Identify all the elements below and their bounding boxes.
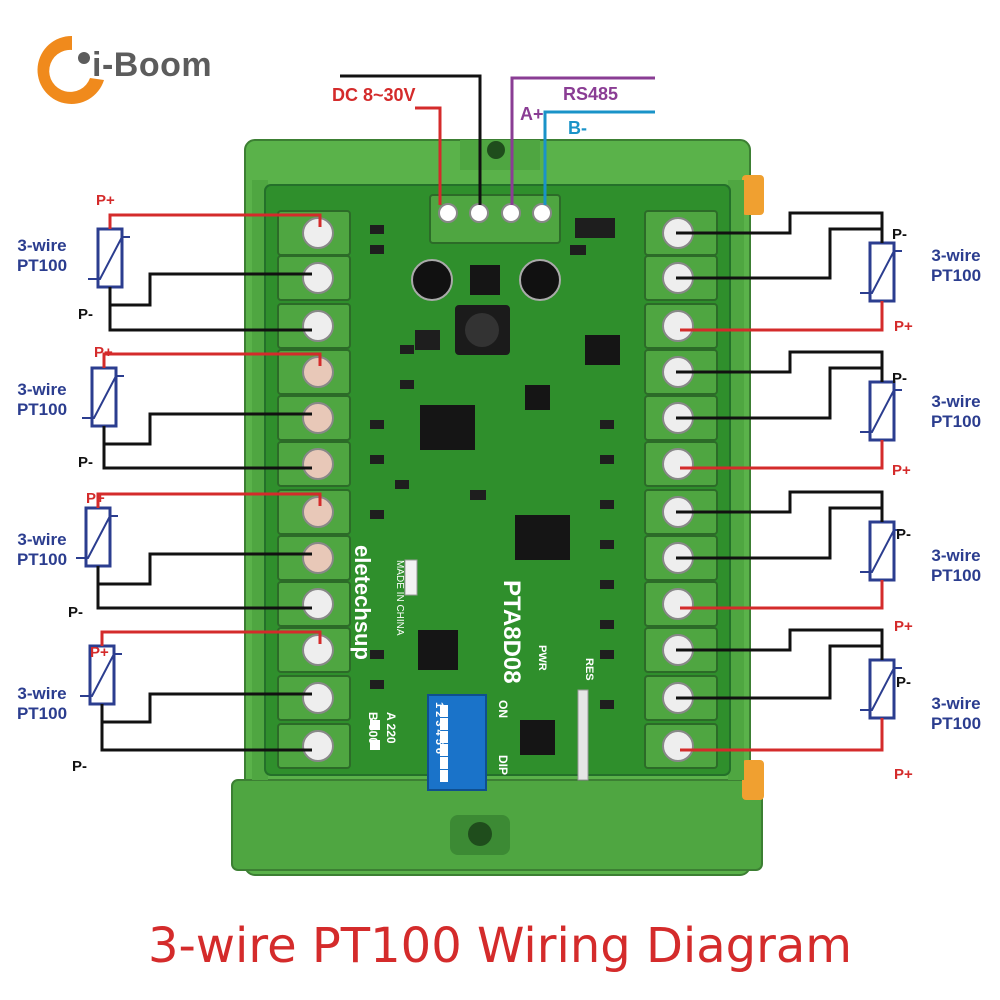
- sensor-6-pplus: P+: [892, 462, 911, 479]
- right-sensor-wiring: [676, 211, 902, 332]
- right-terminal-blocks: [644, 210, 718, 769]
- board-brand-text: eletechsup: [350, 545, 375, 660]
- sensor-2-pplus: P+: [94, 344, 113, 361]
- right-sensor-wiring: [676, 490, 902, 610]
- rs485-b-label: B-: [568, 118, 587, 138]
- pcb-board: [264, 184, 731, 791]
- sensor-1-pminus: P-: [78, 306, 93, 323]
- rs485-b-wire: [543, 110, 655, 205]
- sensor-2-pminus: P-: [78, 454, 93, 471]
- left-terminal: [277, 441, 351, 487]
- dip-numbers: 1 2 3 4 5 6: [433, 702, 445, 754]
- sensor-groups: [76, 211, 902, 752]
- right-terminal: [644, 723, 718, 769]
- sensor-4-pminus: P-: [72, 758, 87, 775]
- left-terminal: [277, 723, 351, 769]
- dip-switch[interactable]: [427, 694, 487, 791]
- sensor-6-pminus: P-: [892, 370, 907, 387]
- rs485-label: RS485: [563, 84, 619, 104]
- board-model-text: PTA8D08: [498, 580, 525, 684]
- brand-logo-text: i-Boom: [92, 46, 213, 84]
- rs485-a-label: A+: [520, 104, 544, 124]
- dip-label: DIP: [496, 755, 510, 776]
- sensor-7-pminus: P-: [896, 526, 911, 543]
- sensor-3-pminus: P-: [68, 604, 83, 621]
- left-terminal: [277, 581, 351, 627]
- power-minus-wire: [340, 74, 482, 205]
- left-sensor-wiring: [82, 352, 322, 470]
- left-terminal: [277, 675, 351, 721]
- power-plus-wire: [415, 106, 442, 205]
- sensor-4-pplus: P+: [90, 644, 109, 661]
- left-sensor-wiring: [88, 213, 322, 332]
- diagram-caption: 3-wire PT100 Wiring Diagram: [147, 918, 853, 974]
- sensor-7-pplus: P+: [894, 618, 913, 635]
- right-sensor-wiring: [676, 628, 902, 752]
- right-terminal: [644, 303, 718, 349]
- sensor-8-pminus: P-: [896, 674, 911, 691]
- baud-b-label: B 500: [366, 712, 380, 745]
- left-terminal-blocks: [277, 210, 351, 769]
- sensor-5-pplus: P+: [894, 318, 913, 335]
- right-sensor-wiring: [676, 350, 902, 470]
- baud-a-label: A 220: [384, 712, 398, 744]
- board-made-text: MADE IN CHINA: [394, 560, 405, 636]
- sensor-8-pplus: P+: [894, 766, 913, 783]
- logo-mark: [37, 35, 104, 104]
- left-terminal: [277, 535, 351, 581]
- sensor-1-pplus: P+: [96, 192, 115, 209]
- left-terminal: [277, 210, 351, 256]
- left-terminal: [277, 395, 351, 441]
- left-terminal: [277, 349, 351, 395]
- sensor-3-pplus: P+: [86, 490, 105, 507]
- left-sensor-wiring: [80, 630, 322, 752]
- left-terminal: [277, 255, 351, 301]
- sensor-5-pminus: P-: [892, 226, 907, 243]
- dip-on-label: ON: [496, 700, 510, 718]
- left-terminal: [277, 489, 351, 535]
- right-terminal: [644, 441, 718, 487]
- rs485-a-wire: [510, 76, 655, 205]
- power-label: DC 8~30V: [332, 85, 416, 105]
- left-terminal: [277, 303, 351, 349]
- res-label: RES: [583, 658, 595, 681]
- left-sensor-wiring: [76, 492, 322, 610]
- power-rs485-terminal-block: [429, 194, 561, 244]
- right-terminal: [644, 581, 718, 627]
- left-terminal: [277, 627, 351, 673]
- top-wires: [340, 74, 655, 205]
- pwr-label: PWR: [536, 645, 548, 671]
